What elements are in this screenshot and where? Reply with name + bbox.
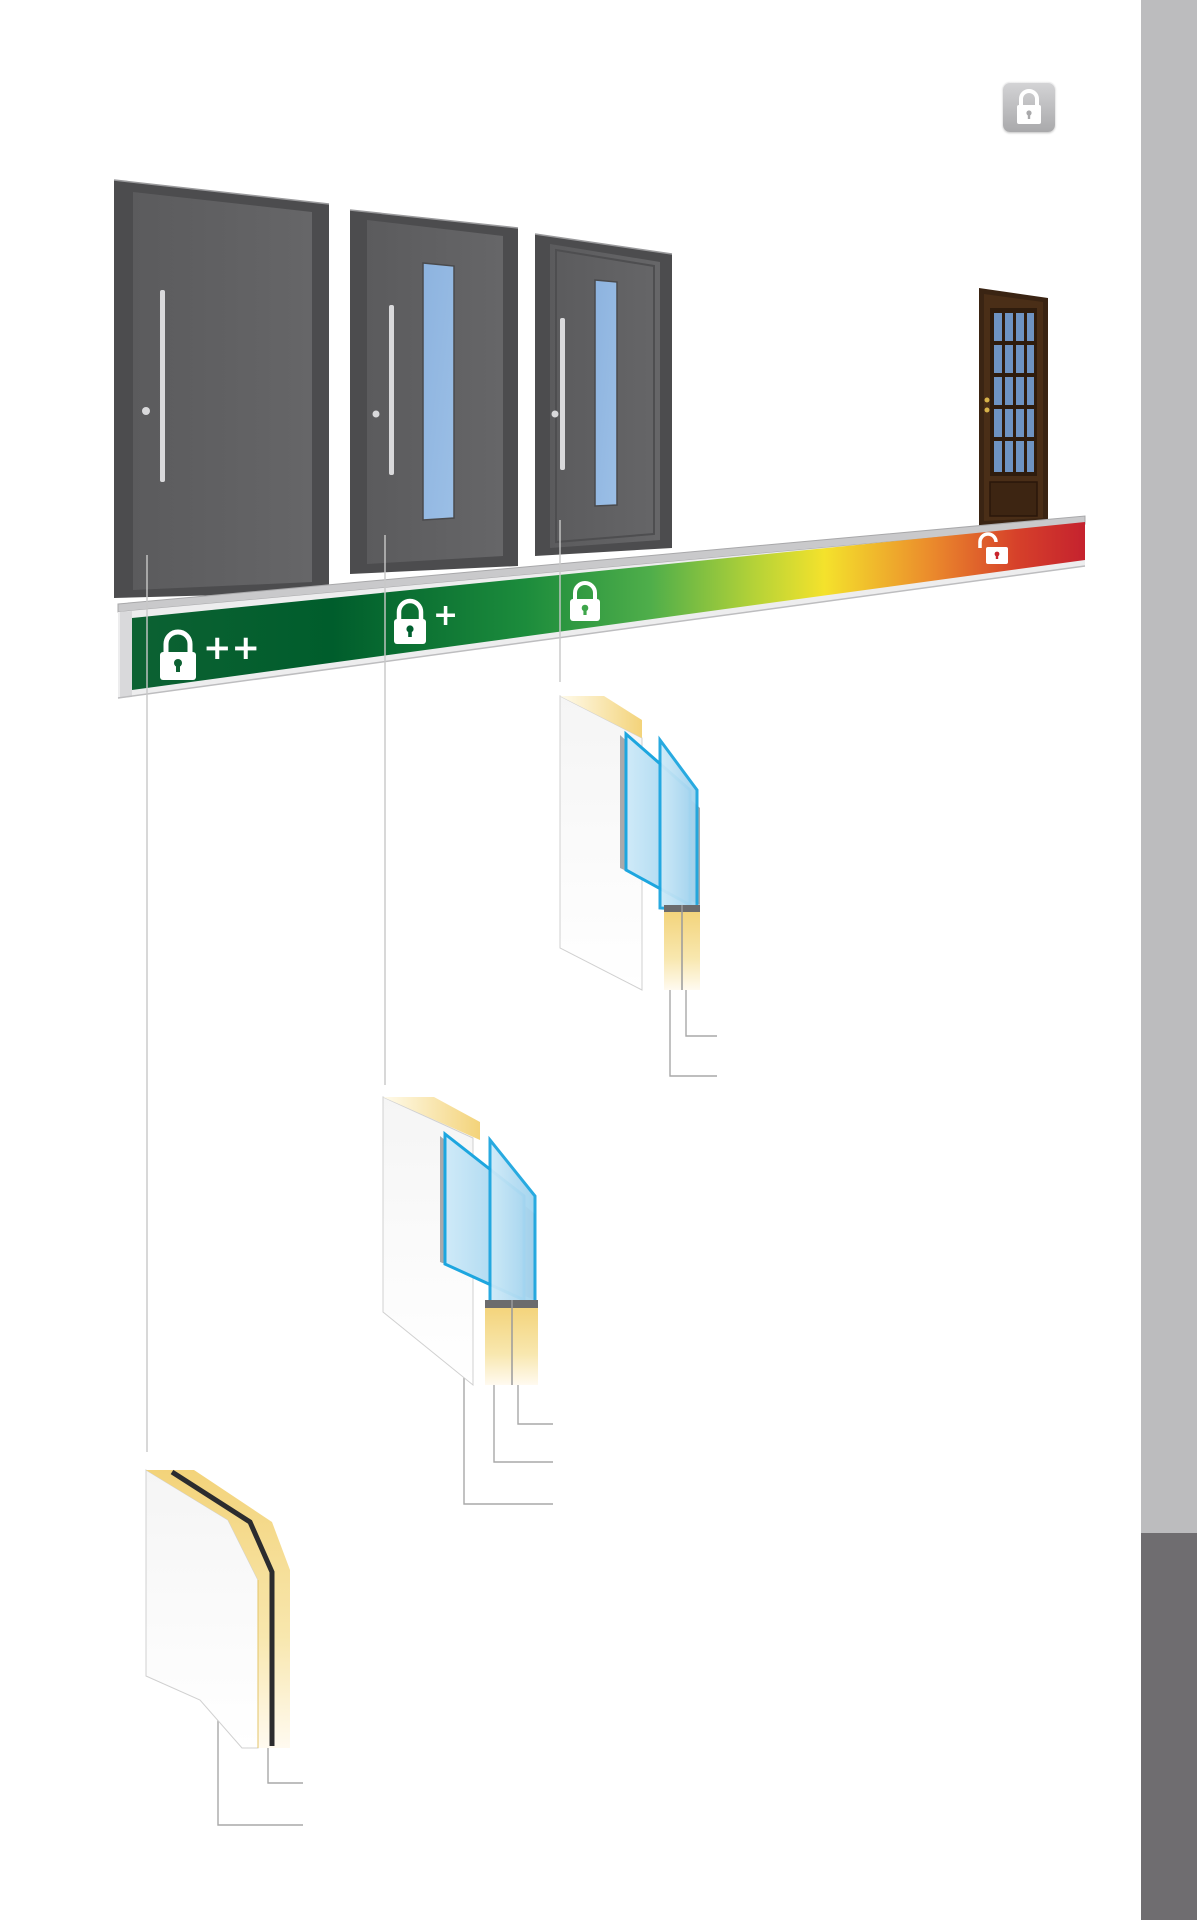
- door-window: [594, 279, 618, 507]
- door-glass-strip: [349, 209, 519, 574]
- diagram-canvas: ++ +: [113, 179, 1086, 1826]
- security-scale-gradient: [132, 522, 1085, 690]
- scale-label-plus-plus: ++: [203, 628, 260, 668]
- lock-open-icon: [978, 532, 1008, 564]
- door-solid: [113, 179, 330, 598]
- cross-section-door-2: [382, 1096, 538, 1387]
- door-window: [422, 262, 455, 521]
- scale-label-plus: +: [433, 598, 458, 633]
- door-glass-framed: [534, 233, 673, 556]
- leader-lines: [146, 520, 561, 1452]
- lock-closed-icon: [1017, 89, 1041, 124]
- sidebar-dark-band: [1141, 1533, 1197, 1920]
- sidebar-light-band: [1141, 0, 1197, 1533]
- lock-badge: [1003, 82, 1055, 132]
- cross-section-door-3: [559, 695, 700, 991]
- door-handle: [389, 305, 394, 475]
- door-handle: [560, 318, 565, 470]
- door-wooden: [979, 288, 1048, 526]
- lock-closed-icon: [570, 581, 600, 621]
- lock-closed-icon: [394, 598, 426, 644]
- cross-section-door-1: [145, 1469, 290, 1749]
- callout-lines: [217, 990, 717, 1826]
- security-scale: [117, 515, 1086, 699]
- lock-closed-icon: [160, 629, 196, 680]
- door-handle: [160, 290, 165, 482]
